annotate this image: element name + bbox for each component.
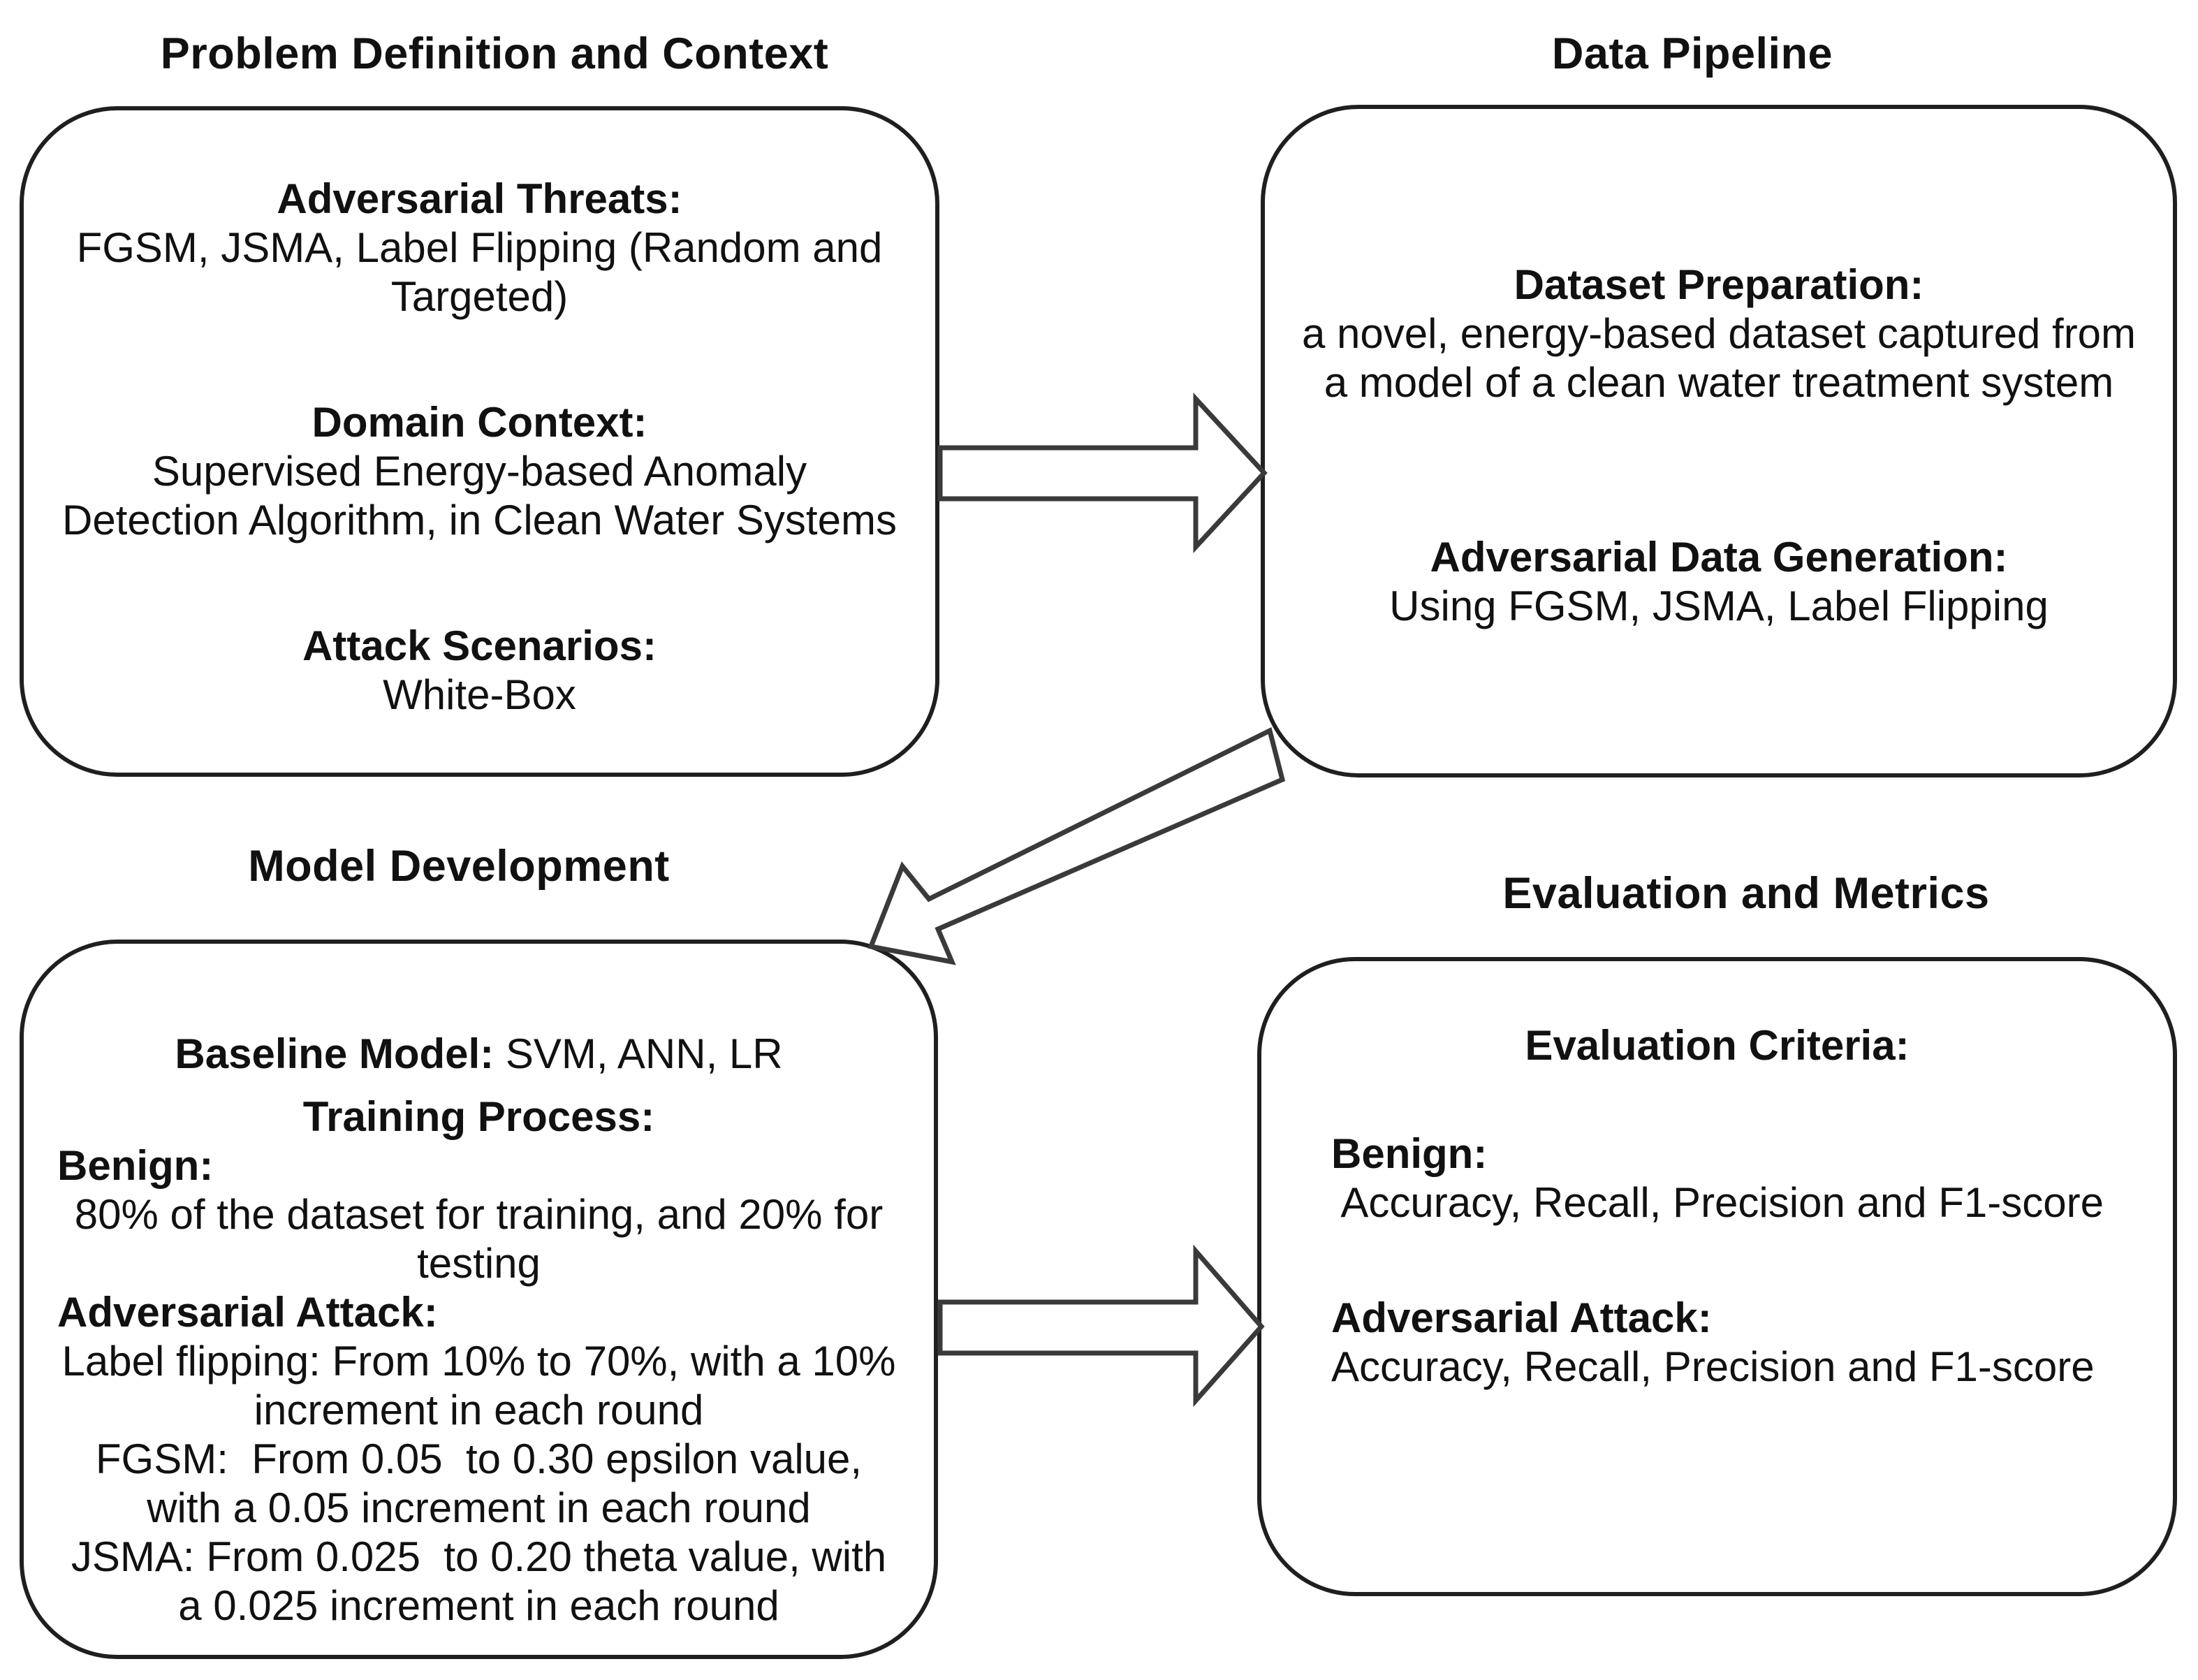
adversarial-attack-text: a 0.025 increment in each round [178,1582,779,1629]
attack-scenarios-heading: Attack Scenarios: [302,622,657,669]
adversarial-attack-text: with a 0.05 increment in each round [147,1484,811,1531]
adversarial-data-generation-text: Using FGSM, JSMA, Label Flipping [1389,583,2049,629]
baseline-model-line: Baseline Model: SVM, ANN, LR [38,1030,920,1079]
benign-text: testing [417,1240,541,1287]
title-data-pipeline: Data Pipeline [1551,29,1833,78]
adversarial-attack-heading: Adversarial Attack: [1331,1294,1712,1341]
domain-context-heading: Domain Context: [312,399,647,446]
spacer [52,545,907,622]
dataset-preparation-text: a model of a clean water treatment syste… [1324,359,2114,406]
spacer [1286,407,2152,533]
attack-scenarios-text: White-Box [383,671,576,718]
dataset-preparation-heading: Dataset Preparation: [1514,261,1924,308]
benign-text: 80% of the dataset for training, and 20%… [74,1191,884,1238]
arrow-model-to-evaluation-icon [937,1244,1265,1408]
adversarial-attack-heading: Adversarial Attack: [57,1289,438,1336]
adversarial-data-generation-heading: Adversarial Data Generation: [1430,534,2008,580]
evaluation-metrics-box: Evaluation Criteria: Benign: Accuracy, R… [1257,957,2177,1596]
arrow-problem-to-pipeline-icon [937,393,1268,553]
evaluation-criteria-heading: Evaluation Criteria: [1525,1022,1910,1069]
adversarial-attack-text: increment in each round [254,1387,704,1433]
spacer [1282,1070,2152,1130]
title-problem-definition: Problem Definition and Context [160,29,829,78]
model-development-box: Baseline Model: SVM, ANN, LR Training Pr… [20,940,938,1659]
spacer [52,321,907,398]
dataset-preparation-text: a novel, energy-based dataset captured f… [1301,310,2137,357]
baseline-model-value: SVM, ANN, LR [494,1030,783,1077]
adversarial-threats-heading: Adversarial Threats: [277,175,682,222]
data-pipeline-box: Dataset Preparation: a novel, energy-bas… [1261,105,2177,777]
arrow-pipeline-to-model-icon [867,726,1286,965]
adversarial-threats-text: FGSM, JSMA, Label Flipping (Random and [76,224,883,271]
title-model-development: Model Development [248,842,670,891]
adversarial-attack-text: FGSM: From 0.05 to 0.30 epsilon value, [95,1436,863,1482]
spacer [1282,1227,2152,1294]
benign-metrics-text: Accuracy, Recall, Precision and F1-score [1331,1179,2104,1226]
benign-heading: Benign: [1331,1130,1488,1177]
baseline-model-heading: Baseline Model: [175,1030,494,1077]
title-evaluation-metrics: Evaluation and Metrics [1502,869,1990,918]
adversarial-attack-text: JSMA: From 0.025 to 0.20 theta value, wi… [71,1533,887,1580]
training-process-heading: Training Process: [302,1093,655,1140]
domain-context-text: Supervised Energy-based Anomaly [152,448,807,495]
adversarial-attack-metrics-text: Accuracy, Recall, Precision and F1-score [1331,1343,2095,1390]
benign-heading: Benign: [57,1142,214,1189]
domain-context-text: Detection Algorithm, in Clean Water Syst… [62,497,897,543]
adversarial-attack-text: Label flipping: From 10% to 70%, with a … [61,1338,896,1385]
spacer [38,1079,920,1093]
adversarial-threats-text: Targeted) [390,273,569,320]
problem-definition-box: Adversarial Threats: FGSM, JSMA, Label F… [20,106,939,777]
